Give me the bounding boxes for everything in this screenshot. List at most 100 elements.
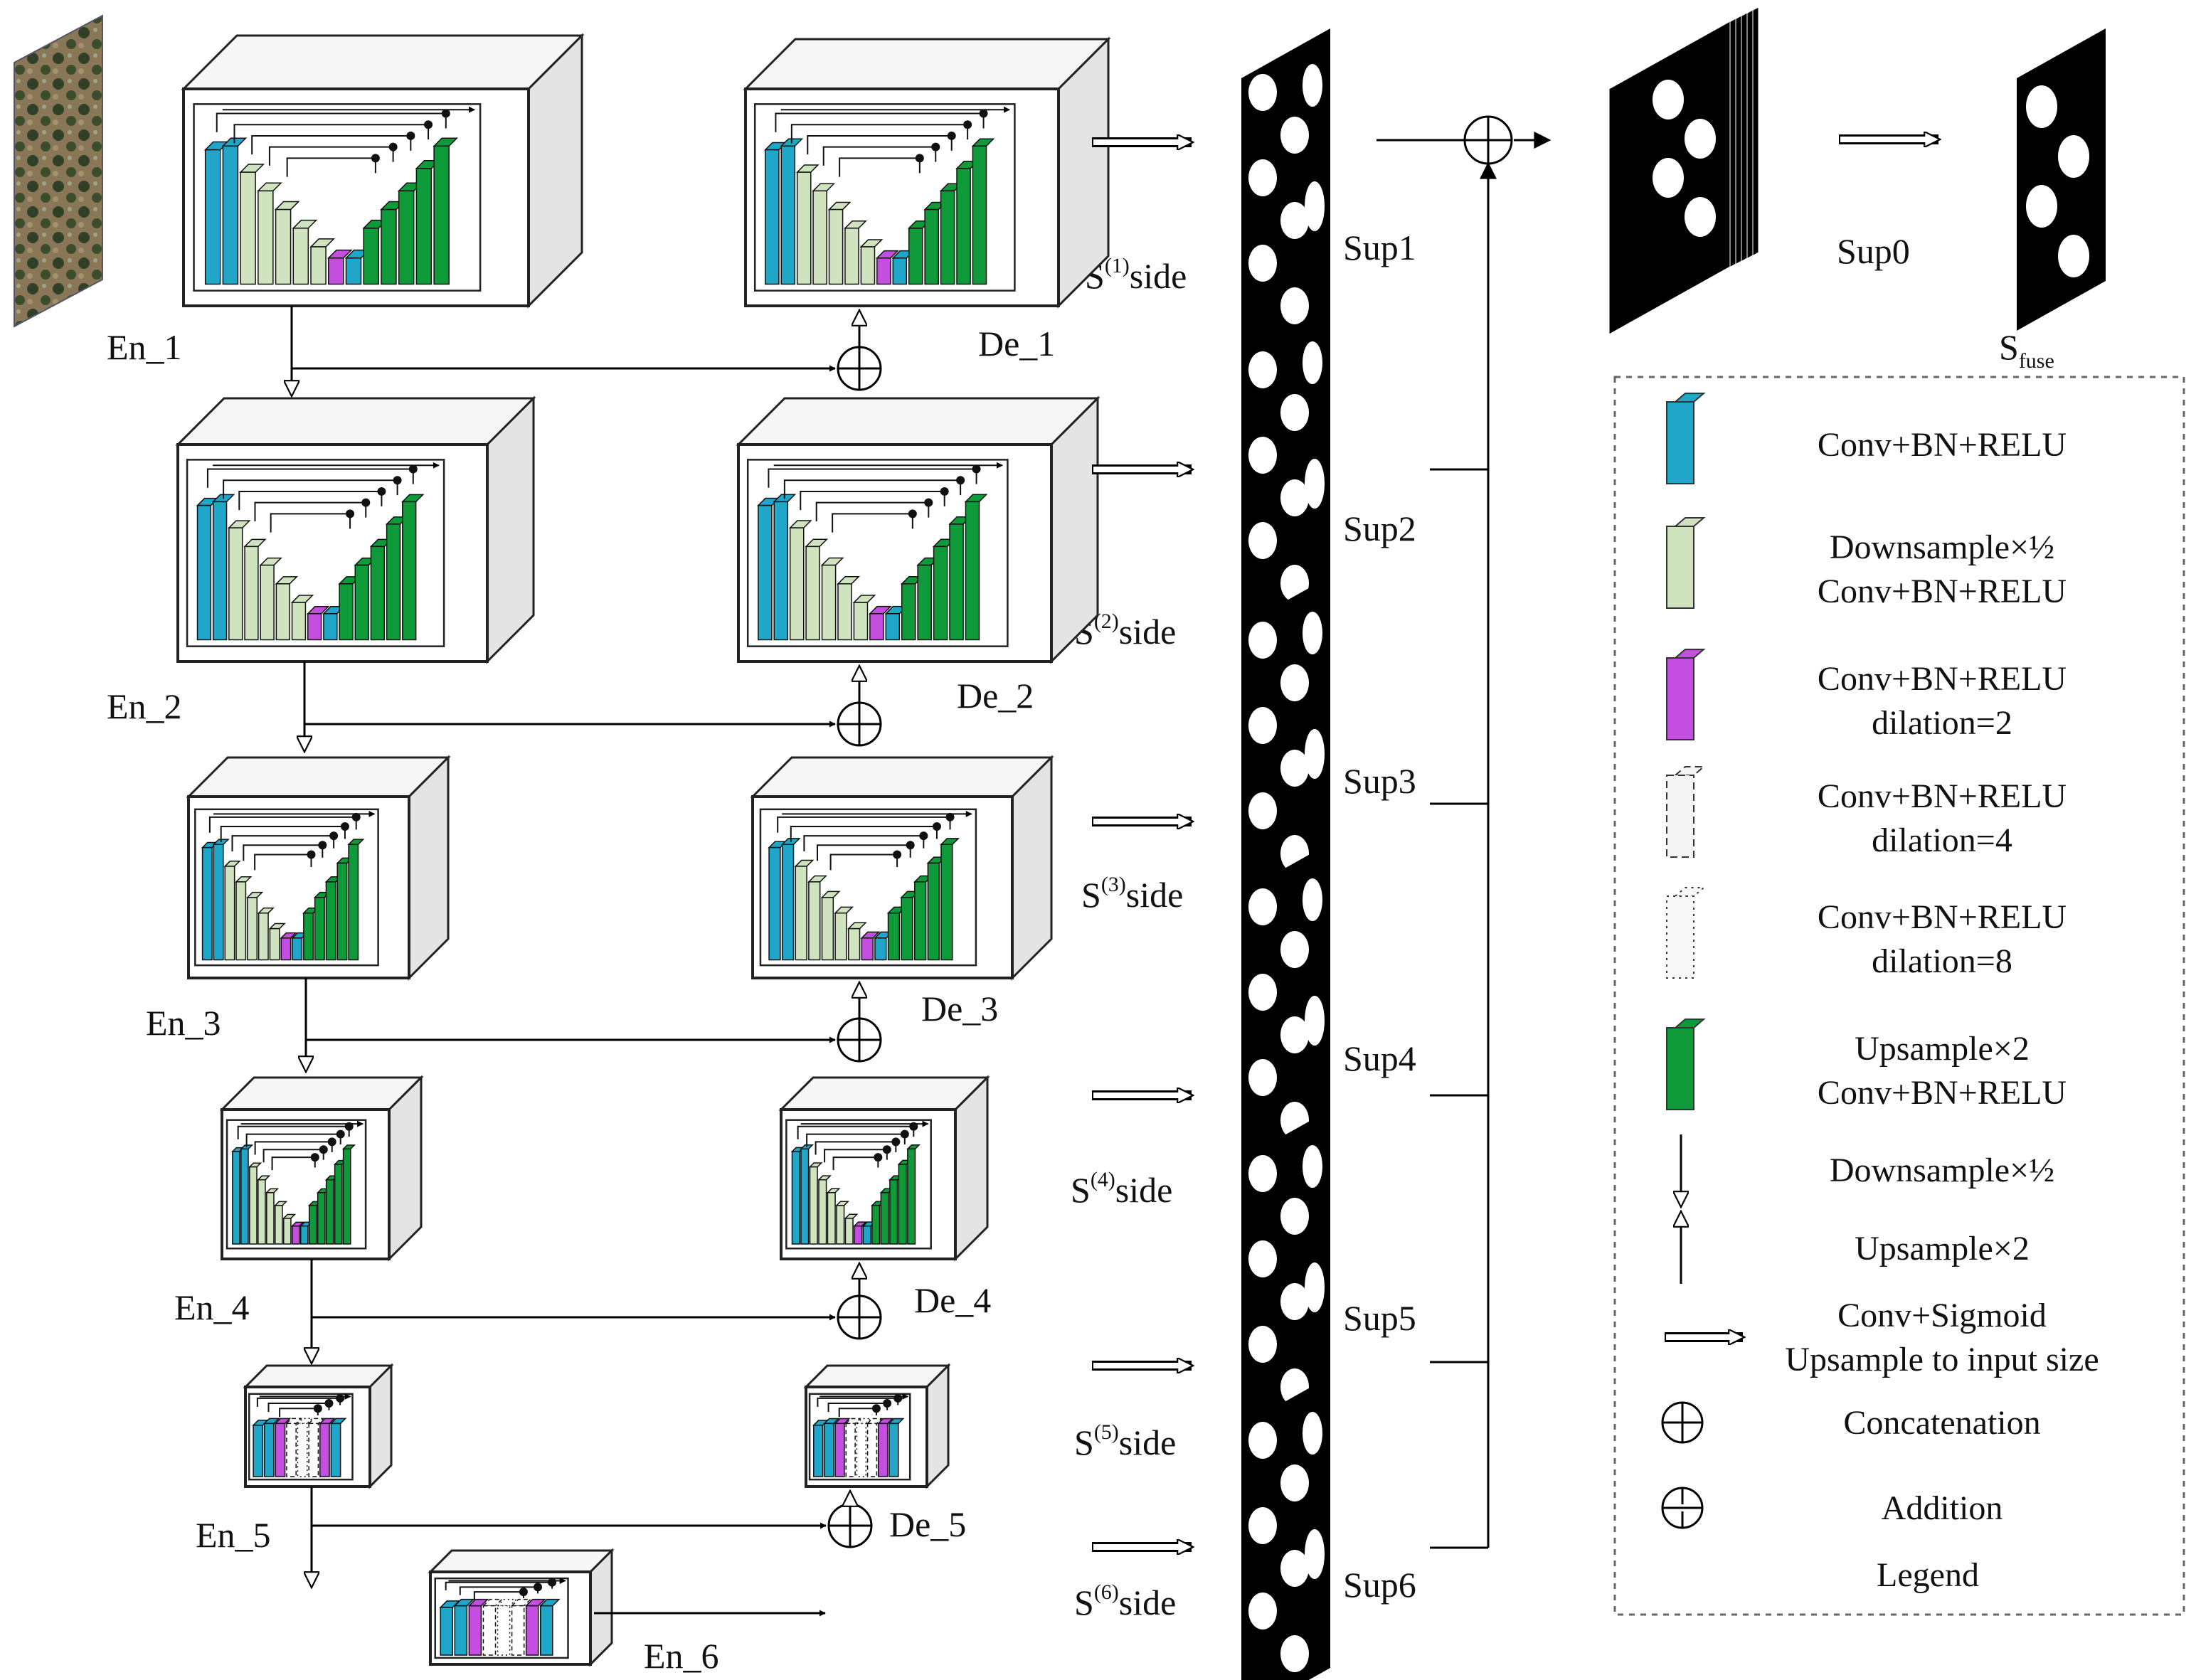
legend-text: Upsample to input size [1785, 1341, 2099, 1378]
skip-line [806, 1133, 906, 1147]
inner-frame [226, 1119, 367, 1250]
box-side-face [589, 1548, 613, 1667]
layer-bar [307, 613, 322, 641]
fused-blob [2026, 185, 2057, 228]
layer-bar [525, 1605, 539, 1656]
skip-line [817, 844, 911, 861]
decoder-label: De_1 [978, 324, 1055, 363]
skip-line [790, 124, 969, 144]
layer-bar [827, 1192, 836, 1245]
layer-bar [402, 501, 417, 641]
layer-bar [862, 1225, 871, 1245]
layer-bar [224, 866, 235, 961]
skip-node [519, 1588, 528, 1597]
legend-box [1613, 376, 2185, 1616]
layer-bar [370, 546, 386, 641]
fused-output-mask [2017, 28, 2106, 331]
icon-top [1673, 766, 1706, 776]
layer-bar [933, 546, 948, 641]
mask-blob [1248, 888, 1277, 925]
side-index: (5) [1094, 1420, 1119, 1444]
mask-blob [1305, 729, 1325, 779]
layer-bar [853, 602, 869, 641]
skip-node [346, 509, 355, 519]
icon-top [1673, 649, 1706, 659]
layer-bar [876, 257, 891, 285]
mask-blob [1248, 974, 1277, 1011]
layer-bar [898, 1164, 907, 1245]
mask-panel [1241, 306, 1330, 647]
legend-text: dilation=2 [1872, 704, 2012, 742]
skip-line [216, 112, 447, 132]
layer-bar [291, 602, 307, 641]
layer-bar [917, 564, 932, 641]
skip-node [441, 109, 450, 118]
inner-frame [785, 1119, 932, 1250]
stack-blob [1685, 197, 1716, 237]
inner-frame [759, 808, 977, 967]
layer-bar [339, 583, 354, 641]
mask-blob [1248, 1059, 1277, 1096]
skip-line [777, 816, 951, 833]
layer-bar [260, 564, 275, 641]
layer-bar [342, 1148, 351, 1245]
layer-bar [201, 846, 213, 961]
skip-node [924, 498, 933, 507]
layer-bar [812, 1425, 824, 1477]
side-index: (1) [1105, 254, 1130, 277]
skip-line [783, 479, 962, 499]
skip-node [883, 1399, 892, 1408]
side-index: (4) [1091, 1168, 1115, 1191]
skip-node [329, 831, 339, 841]
layer-bar [240, 1148, 249, 1245]
layer-bar [795, 866, 807, 961]
skip-line [223, 479, 398, 499]
box-side-face [408, 755, 450, 981]
sup0-label: Sup0 [1837, 231, 1910, 271]
mask-blob [1305, 1262, 1325, 1312]
encoder-block-6 [428, 1548, 615, 1667]
mask-blob [1303, 612, 1322, 654]
layer-bar [834, 912, 847, 961]
layer-bar [345, 257, 362, 285]
layer-bar [768, 846, 781, 961]
layer-bar-top [844, 1418, 861, 1425]
skip-node [900, 1129, 909, 1139]
mask-blob [1280, 931, 1309, 968]
skip-node [908, 509, 917, 519]
mask-blob [1305, 996, 1325, 1046]
side-suffix: side [1119, 1423, 1177, 1462]
mask-blob [1280, 287, 1309, 324]
mask-blob [1248, 159, 1277, 196]
mask-blob [1280, 479, 1309, 516]
skip-node [371, 154, 380, 163]
layer-bar [196, 504, 212, 641]
legend-item: Addition [1661, 1487, 2003, 1529]
legend-text: Conv+BN+RELU [1818, 660, 2067, 698]
skip-node [377, 487, 386, 496]
box-top-face [219, 1076, 424, 1111]
layer-bar [889, 1423, 899, 1477]
skip-line [775, 112, 985, 132]
skip-line [254, 854, 312, 871]
box-top-face [181, 34, 585, 90]
skip-node [310, 1153, 319, 1162]
side-prefix: S [1074, 1583, 1094, 1622]
skip-line [824, 1149, 888, 1163]
skip-node [388, 142, 398, 151]
mask-blob [1248, 437, 1277, 474]
layer-bar [836, 1205, 845, 1245]
layer-bar [878, 1423, 889, 1477]
layer-bar [765, 149, 780, 285]
layer-bar [310, 246, 327, 285]
skip-line [233, 124, 430, 144]
skip-node [906, 841, 915, 850]
mask-output-5 [1241, 1110, 1330, 1451]
layer-bar [222, 145, 239, 285]
legend-text: Conv+BN+RELU [1818, 426, 2067, 464]
legend-text: Concatenation [1843, 1404, 2040, 1442]
skip-node [915, 154, 924, 163]
inner-frame [753, 103, 1016, 292]
legend-text: Conv+Sigmoid [1837, 1297, 2047, 1334]
